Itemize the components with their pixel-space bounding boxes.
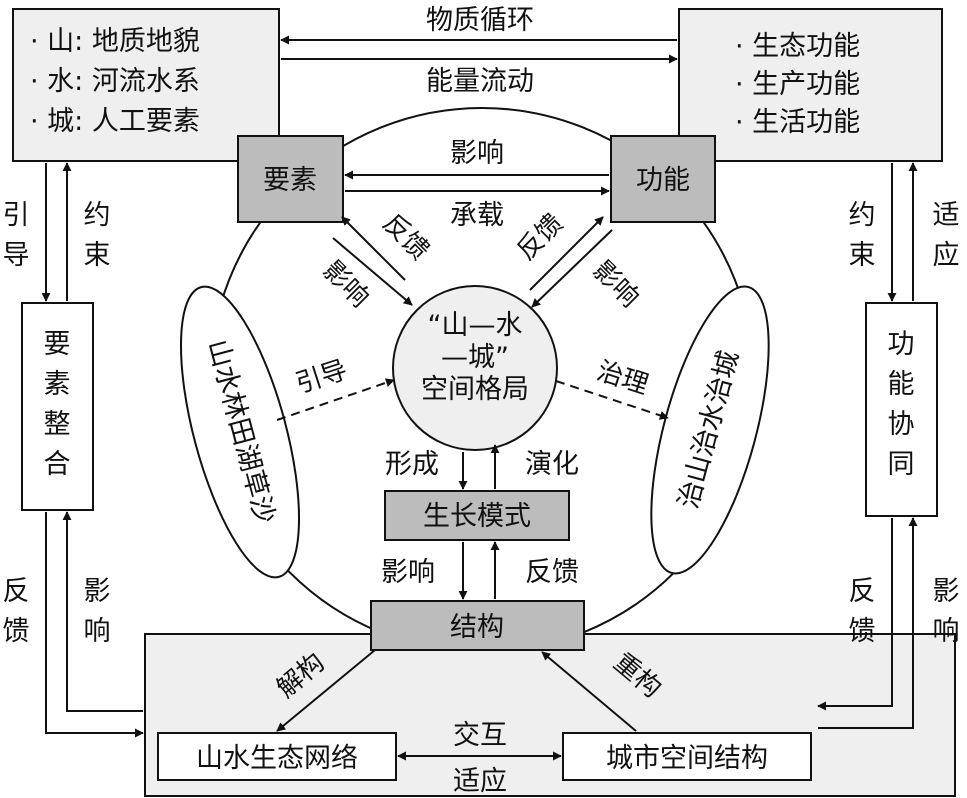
label-right-constrain-1: 约 bbox=[849, 200, 876, 231]
label-left-influence-2: 响 bbox=[84, 616, 111, 647]
arrow-right-influence bbox=[818, 517, 918, 729]
function-synergy-box bbox=[865, 302, 938, 517]
urban-structure-label: 城市空间结构 bbox=[606, 743, 768, 774]
label-right-feedback-2: 馈 bbox=[849, 616, 876, 647]
gongneng-box bbox=[610, 135, 716, 223]
arrow-left-influence bbox=[62, 511, 143, 712]
top-left-item-1: · 山: 地质地貌 bbox=[30, 26, 200, 57]
label-right-influence: 影响 bbox=[587, 255, 645, 313]
top-right-item-3: · 生活功能 bbox=[735, 107, 860, 138]
center-spatial-pattern bbox=[392, 285, 558, 451]
top-right-box bbox=[678, 8, 943, 162]
label-left-constrain-1: 约 bbox=[84, 200, 111, 231]
label-right-constrain-2: 束 bbox=[849, 240, 876, 271]
label-left-constrain-2: 束 bbox=[84, 240, 111, 271]
top-right-item-1: · 生态功能 bbox=[735, 31, 860, 62]
top-left-item-3: · 城: 人工要素 bbox=[30, 106, 200, 137]
top-right-item-2: · 生产功能 bbox=[735, 69, 860, 100]
structure-label: 结构 bbox=[450, 612, 504, 643]
urban-structure-box bbox=[562, 732, 812, 781]
top-left-item-2: · 水: 河流水系 bbox=[30, 66, 200, 97]
label-material-cycle: 物质循环 bbox=[426, 5, 534, 36]
function-synergy-char-4: 同 bbox=[888, 449, 915, 480]
center-line-3: 空间格局 bbox=[421, 374, 529, 405]
label-adapt-bottom: 适应 bbox=[453, 766, 507, 797]
label-yaosu-gongneng-carry: 承载 bbox=[450, 200, 504, 231]
label-right-feedback-1: 反 bbox=[849, 576, 876, 607]
label-influence-down: 影响 bbox=[381, 557, 435, 588]
label-left-influence: 影响 bbox=[317, 255, 375, 313]
element-integration-box bbox=[21, 302, 94, 511]
label-right-adapt-2: 应 bbox=[933, 240, 960, 271]
element-integration-char-3: 整 bbox=[44, 409, 71, 440]
arrow-center-to-yaosu bbox=[341, 216, 406, 281]
label-yaosu-gongneng-influence: 影响 bbox=[450, 138, 504, 169]
top-left-box bbox=[12, 8, 280, 162]
label-evolve: 演化 bbox=[525, 449, 579, 480]
eco-network-label: 山水生态网络 bbox=[196, 743, 358, 774]
center-line-1: “山—水 bbox=[428, 310, 523, 341]
arrow-right-feedback bbox=[817, 518, 893, 711]
growth-pattern-box bbox=[384, 490, 570, 541]
label-left-influence-1: 影 bbox=[84, 576, 111, 607]
label-right-influence-1: 影 bbox=[933, 576, 960, 607]
label-guide: 引导 bbox=[292, 355, 351, 400]
eco-network-box bbox=[157, 732, 397, 781]
function-synergy-char-2: 能 bbox=[888, 369, 915, 400]
structure-box bbox=[370, 600, 585, 651]
element-integration-char-4: 合 bbox=[44, 449, 71, 480]
label-govern: 治理 bbox=[593, 356, 652, 401]
label-right-feedback: 反馈 bbox=[511, 208, 569, 266]
arrow-govern-dashed bbox=[555, 380, 669, 420]
label-left-feedback-2: 馈 bbox=[3, 616, 30, 647]
function-synergy-char-1: 功 bbox=[888, 329, 915, 360]
label-right-influence-2: 响 bbox=[933, 616, 960, 647]
label-right-adapt-1: 适 bbox=[933, 200, 960, 231]
yaosu-box bbox=[237, 135, 344, 223]
label-left-feedback: 反馈 bbox=[377, 208, 435, 266]
arrow-yaosu-to-center bbox=[332, 237, 413, 306]
element-integration-char-2: 素 bbox=[44, 369, 71, 400]
arrow-left-feedback bbox=[45, 512, 144, 738]
label-left-guide-2: 导 bbox=[3, 240, 30, 271]
function-synergy-char-3: 协 bbox=[888, 409, 915, 440]
element-integration-char-1: 要 bbox=[44, 329, 71, 360]
label-interact: 交互 bbox=[453, 720, 507, 751]
arrow-center-to-gongneng bbox=[529, 216, 604, 291]
label-feedback-up: 反馈 bbox=[525, 557, 579, 588]
arrow-gongneng-to-center bbox=[531, 229, 613, 308]
label-energy-flow: 能量流动 bbox=[426, 66, 534, 97]
label-left-feedback-1: 反 bbox=[3, 576, 30, 607]
yaosu-label: 要素 bbox=[263, 165, 317, 196]
growth-pattern-label: 生长模式 bbox=[423, 501, 531, 532]
arrow-reconstruct bbox=[541, 651, 637, 732]
label-form: 形成 bbox=[385, 449, 439, 480]
label-left-guide-1: 引 bbox=[3, 200, 30, 231]
left-ellipse bbox=[179, 285, 301, 579]
center-line-2: —城” bbox=[441, 342, 509, 373]
arrow-deconstruct bbox=[276, 649, 376, 732]
arrow-guide-dashed bbox=[276, 378, 395, 421]
gongneng-label: 功能 bbox=[636, 165, 690, 196]
